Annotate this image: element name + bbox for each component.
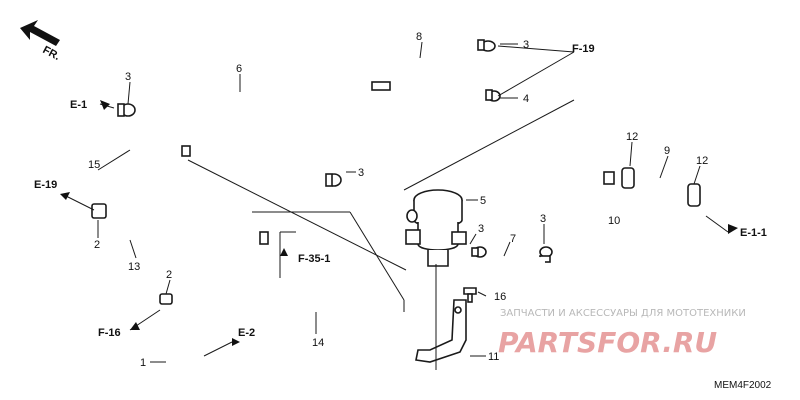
ref-f351: F-35-1 bbox=[298, 253, 330, 265]
watermark-brand: PARTSFOR.RU bbox=[498, 326, 717, 359]
e1-arrow-icon bbox=[100, 100, 110, 110]
hose-8 bbox=[371, 29, 486, 151]
callout-3d: 3 bbox=[478, 223, 484, 235]
callout-13: 13 bbox=[128, 261, 140, 273]
f16-arrow-icon bbox=[130, 322, 140, 330]
diagram-code: MEM4F2002 bbox=[714, 380, 772, 391]
callout-3e: 3 bbox=[540, 213, 546, 225]
callout-7: 7 bbox=[510, 233, 516, 245]
callout-9: 9 bbox=[664, 145, 670, 157]
ref-f19: F-19 bbox=[572, 43, 595, 55]
callout-6: 6 bbox=[236, 63, 242, 75]
leader-lines bbox=[65, 41, 729, 370]
air-injection-valve-5 bbox=[405, 189, 467, 267]
front-arrow-icon bbox=[20, 20, 60, 46]
callout-12b: 12 bbox=[696, 155, 708, 167]
reference-labels: E-1 E-19 F-19 F-35-1 F-16 E-2 E-1-1 bbox=[34, 43, 767, 339]
bolt-16 bbox=[463, 287, 477, 303]
e2-arrow-icon bbox=[232, 338, 240, 346]
joint-2-upper bbox=[91, 203, 107, 219]
callout-numbers: 3 6 8 3 4 3 5 3 7 3 10 12 9 12 15 2 13 2… bbox=[88, 31, 708, 369]
tube-14 bbox=[239, 231, 372, 313]
reference-arrows bbox=[60, 100, 738, 346]
callout-1: 1 bbox=[140, 357, 146, 369]
ref-e19: E-19 bbox=[34, 179, 57, 191]
front-label: FR. bbox=[41, 44, 62, 63]
clamp-3-valve bbox=[406, 209, 418, 223]
watermark: ЗАПЧАСТИ И АКСЕССУАРЫ ДЛЯ МОТОТЕХНИКИ PA… bbox=[498, 308, 746, 359]
clamp-3-left bbox=[117, 103, 136, 117]
callout-5: 5 bbox=[480, 195, 486, 207]
ref-e2: E-2 bbox=[238, 327, 255, 339]
hose-9 bbox=[641, 177, 689, 195]
callout-3a: 3 bbox=[125, 71, 131, 83]
callout-12a: 12 bbox=[626, 131, 638, 143]
callout-16: 16 bbox=[494, 291, 506, 303]
clamp-4 bbox=[485, 89, 501, 102]
hose-7 bbox=[489, 257, 545, 276]
callout-2b: 2 bbox=[166, 269, 172, 281]
callout-4: 4 bbox=[523, 93, 529, 105]
clamp-12-right bbox=[687, 183, 701, 207]
clamp-12-left bbox=[621, 167, 635, 189]
watermark-caption: ЗАПЧАСТИ И АКСЕССУАРЫ ДЛЯ МОТОТЕХНИКИ bbox=[500, 308, 746, 319]
ref-e1: E-1 bbox=[70, 99, 87, 111]
tube-15 bbox=[98, 140, 191, 212]
clamp-3-top bbox=[477, 39, 496, 52]
callout-10: 10 bbox=[608, 215, 620, 227]
bracket-11 bbox=[415, 299, 467, 363]
callout-15: 15 bbox=[88, 159, 100, 171]
clamp-3-lower bbox=[471, 246, 487, 258]
tube-1 bbox=[164, 316, 206, 368]
tube-13 bbox=[116, 226, 214, 286]
front-direction-indicator: FR. bbox=[20, 20, 62, 63]
callout-14: 14 bbox=[312, 337, 324, 349]
hose-6 bbox=[136, 91, 339, 164]
callout-8: 8 bbox=[416, 31, 422, 43]
joint-2-lower bbox=[159, 293, 173, 305]
ref-e11: E-1-1 bbox=[740, 227, 767, 239]
hose-10 bbox=[563, 171, 615, 251]
ref-f16: F-16 bbox=[98, 327, 121, 339]
callout-3c: 3 bbox=[358, 167, 364, 179]
callout-2a: 2 bbox=[94, 239, 100, 251]
callout-3b: 3 bbox=[523, 39, 529, 51]
callout-11: 11 bbox=[488, 351, 499, 363]
e11-arrow-icon bbox=[728, 224, 738, 234]
f351-arrow-icon bbox=[280, 248, 288, 256]
e19-arrow-icon bbox=[60, 192, 70, 200]
clamp-3-middle bbox=[325, 173, 342, 187]
